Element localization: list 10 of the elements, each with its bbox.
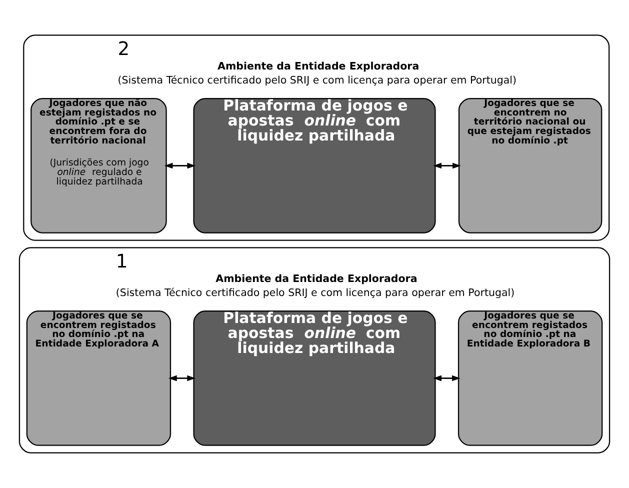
arrow [433,375,460,382]
arrow [168,375,196,382]
node-box: Plataforma de jogos e apostas online com liquidez partilhada [193,98,436,234]
arrow [433,162,461,169]
node-box: Jogadores que se encontrem registados no domínio .pt na Entidade Exploradora B [458,310,603,446]
node-box: Jogadores que se encontrem registados no domínio .pt na Entidade Exploradora A [26,310,172,446]
node-box: Jogadores que não estejam registados no domínio .pt e se encontrem fora do território nacional (Jurisdições com jogo online regulado e liquidez partilhada [30,98,167,234]
node-box: Jogadores que se encontrem no território nacional ou que estejam registados no domínio .pt [458,98,602,234]
arrow [164,162,196,169]
node-box: Plataforma de jogos e apostas online com liquidez partilhada [193,310,436,446]
